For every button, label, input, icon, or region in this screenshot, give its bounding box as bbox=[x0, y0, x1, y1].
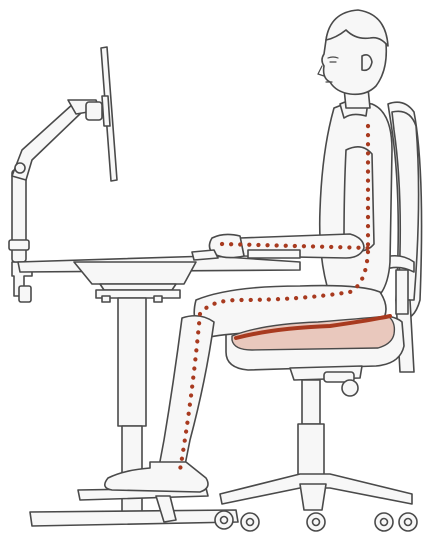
caster-2-hub bbox=[247, 519, 254, 526]
desk-column-outer bbox=[118, 298, 146, 426]
caster-1-hub bbox=[221, 517, 228, 524]
tilt-handle bbox=[342, 380, 358, 396]
bracket-foot-right bbox=[154, 296, 162, 302]
gas-lift-upper bbox=[302, 380, 320, 424]
gas-lift-lower bbox=[298, 424, 324, 480]
chair-casters bbox=[215, 511, 417, 531]
clamp-knob bbox=[19, 286, 31, 302]
person-shin bbox=[158, 316, 214, 472]
caster-3-hub bbox=[313, 519, 320, 526]
bracket-foot-left bbox=[102, 296, 110, 302]
desk-foot bbox=[30, 510, 238, 526]
pole-collar bbox=[9, 240, 29, 250]
monitor bbox=[101, 47, 117, 181]
arm-pivot bbox=[15, 163, 25, 173]
person-shoe bbox=[105, 462, 208, 492]
armrest-post bbox=[396, 270, 408, 314]
tray-base bbox=[100, 284, 176, 290]
chair-base-hub bbox=[300, 484, 326, 510]
keyboard-tray bbox=[74, 262, 196, 284]
monitor-mount bbox=[102, 96, 110, 126]
arm-head bbox=[86, 102, 102, 120]
person-ear bbox=[362, 55, 372, 70]
mouse bbox=[192, 250, 218, 260]
caster-5-hub bbox=[405, 519, 412, 526]
keyboard bbox=[248, 250, 300, 258]
caster-4-hub bbox=[381, 519, 388, 526]
